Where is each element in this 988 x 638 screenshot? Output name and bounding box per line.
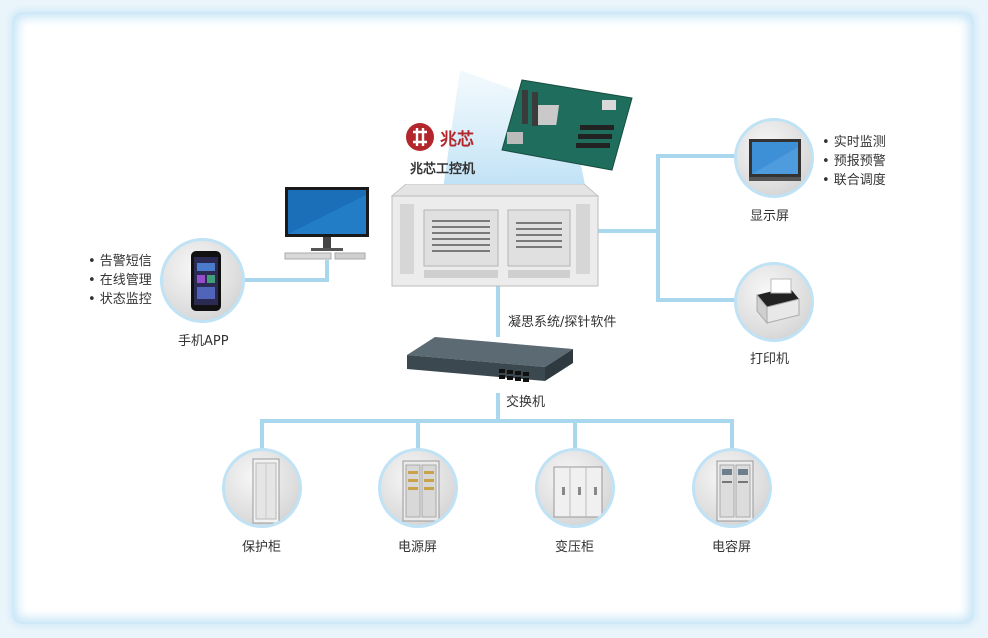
industrial-computer-icon [390,184,600,287]
line-monitor-phone [241,260,329,282]
phone-feature: • 状态监控 [88,292,152,307]
transformer-cabinet-icon [553,466,603,518]
display-feature: • 预报预警 [822,154,886,169]
printer-circle [734,262,814,342]
display-label: 显示屏 [750,209,790,224]
capacitor-panel-icon [716,460,754,522]
bottom-device-label: 电容屏 [712,540,752,555]
line-display [588,154,737,233]
phone-circle [160,238,245,323]
power-panel-icon [402,460,440,522]
display-feature-list: • 实时监测 • 预报预警 • 联合调度 [822,133,886,190]
phone-label: 手机APP [178,334,229,349]
bottom-device-label: 变压柜 [555,540,595,555]
bottom-device-label: 保护柜 [242,540,282,555]
software-label: 凝思系统/探针软件 [508,315,617,330]
bottom-device-circle [378,448,458,528]
phone-feature: • 告警短信 [88,254,152,269]
bottom-device-circle [535,448,615,528]
display-screen-icon [749,139,801,181]
motherboard-icon [501,79,633,171]
network-switch-icon [407,337,573,382]
line-printer [656,229,737,302]
protection-cabinet-icon [252,458,280,524]
phone-icon [191,251,221,311]
line-drops [260,419,734,450]
printer-icon [756,278,800,325]
display-circle [734,118,814,198]
display-feature: • 实时监测 [822,135,886,150]
switch-label: 交换机 [506,395,546,410]
bottom-device-label: 电源屏 [398,540,438,555]
desktop-monitor-icon [284,187,369,260]
printer-label: 打印机 [750,352,790,367]
phone-feature-list: • 告警短信 • 在线管理 • 状态监控 [88,252,152,309]
bottom-device-circle [222,448,302,528]
zhaoxin-logo-icon [406,123,434,151]
phone-feature: • 在线管理 [88,273,152,288]
brand-subtitle: 兆芯工控机 [410,162,476,177]
display-feature: • 联合调度 [822,173,886,188]
brand-name: 兆芯 [440,130,474,150]
bottom-device-circle [692,448,772,528]
